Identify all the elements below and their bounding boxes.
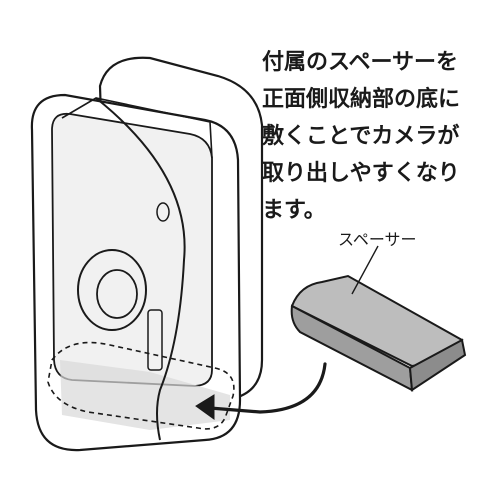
placement-arrow-head [195,394,215,420]
spacer-label: スペーサー [338,230,417,249]
camera-top-ridge [61,97,213,159]
spacer-pad-front [408,338,467,392]
description-text: 付属のスペーサーを 正面側収納部の底に 敷くことでカメラが 取り出しやすくなり … [262,44,498,229]
spacer-leader-line [351,245,379,295]
description-line-1: 付属のスペーサーを [262,50,459,75]
placement-arrow-shaft [208,362,327,414]
spacer-target-outline [47,341,235,430]
description-line-5: ます。 [262,198,326,223]
camera-grip [147,309,163,371]
camera-button [156,202,170,222]
case-floor-shadow [60,360,230,430]
camera-body [51,112,213,387]
spacer-pad-side [290,304,414,392]
description-line-3: 敷くことでカメラが [262,124,460,149]
camera-lens-inner [96,269,138,319]
description-line-4: 取り出しやすくなり [262,161,460,186]
description-line-2: 正面側収納部の底に [262,87,461,112]
case-zip-seam [95,97,186,441]
